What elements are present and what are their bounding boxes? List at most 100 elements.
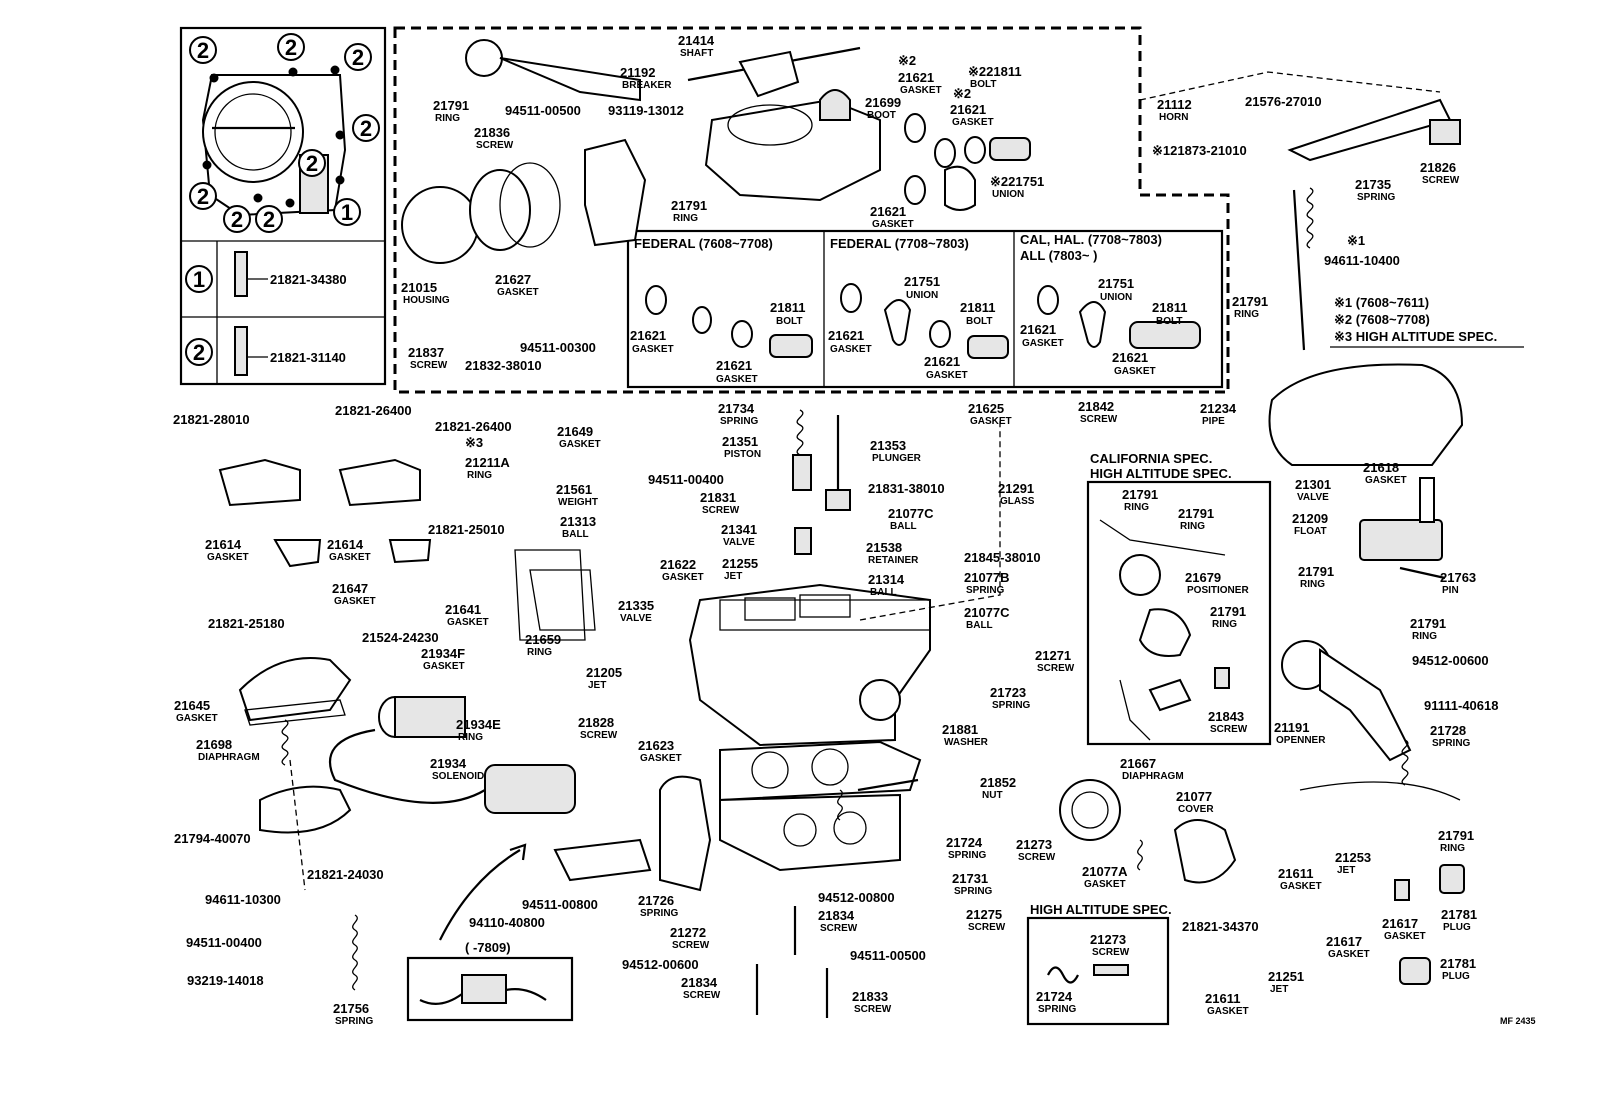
part-name: PLUG [1443, 922, 1471, 933]
part-number: 21314 [868, 572, 905, 587]
variant-name: UNION [1100, 292, 1132, 303]
notes: ※1 (7608~7611) ※2 (7608~7708) ※3 HIGH AL… [1330, 295, 1524, 348]
part-number: 21614 [205, 537, 242, 552]
part-number: 21077 [1176, 789, 1212, 804]
part-number: 94511-00300 [520, 340, 596, 355]
part-number: 21301 [1295, 477, 1331, 492]
part-name: RING [435, 113, 460, 124]
part-label: 94512-00600 [1412, 653, 1489, 668]
part-number: 21934F [421, 646, 465, 661]
part-number: 21791 [433, 98, 469, 113]
part-name: GASKET [1084, 879, 1126, 890]
part-number: 21077B [964, 570, 1010, 585]
part-number: 21791 [1178, 506, 1214, 521]
part-name: COVER [1178, 804, 1214, 815]
callout-mark: 2 [197, 184, 209, 209]
part-name: VALVE [1297, 492, 1329, 503]
part-number: 21561 [556, 482, 592, 497]
part-number: 21834 [818, 908, 855, 923]
part-number: 21614 [327, 537, 364, 552]
callout-mark: 1 [341, 200, 353, 225]
part-label: 94611-10300 [205, 892, 281, 907]
part-name: GASKET [970, 416, 1012, 427]
legend-part-2: 21821-31140 [270, 350, 346, 365]
part-label: 21821-25180 [208, 616, 285, 631]
variant-name: BOLT [966, 316, 992, 327]
part-name: GASKET [207, 552, 249, 563]
part-number: 21617 [1326, 934, 1362, 949]
throttle-body-drawing [201, 65, 347, 217]
part-name: PIN [1442, 585, 1459, 596]
part-number: 21843 [1208, 709, 1244, 724]
legend-mark-2: 2 [193, 340, 205, 365]
part-number: 21623 [638, 738, 674, 753]
part-labels: 21414SHAFT21192BREAKER21791RING94511-005… [173, 33, 1498, 1027]
part-label: 94511-00500 [850, 948, 926, 963]
part-name: SPRING [1432, 738, 1471, 749]
part-name: SPRING [992, 700, 1031, 711]
part-number: 21622 [660, 557, 696, 572]
part-number: 21077C [964, 605, 1010, 620]
part-name: HORN [1159, 112, 1188, 123]
part-name: SCREW [1092, 947, 1130, 958]
part-number: 21821-26400 [335, 403, 412, 418]
legend-part-1: 21821-34380 [270, 272, 347, 287]
part-number: 21255 [722, 556, 758, 571]
part-label: 21821-24030 [307, 867, 384, 882]
part-number: 21191 [1274, 720, 1309, 735]
part-label: 91111-40618 [1424, 698, 1498, 713]
variant-no: 21751 [904, 274, 940, 289]
part-number: 21659 [525, 632, 561, 647]
top-group-boundary [393, 26, 1230, 394]
part-name: GASKET [1384, 931, 1426, 942]
variant-no: 21621 [828, 328, 864, 343]
variant-header-federal-2: FEDERAL (7708~7803) [830, 236, 969, 251]
variant-no: 21621 [630, 328, 666, 343]
part-number: 21734 [718, 401, 755, 416]
part-name: PLUNGER [872, 453, 922, 464]
part-name: SCREW [476, 140, 514, 151]
part-name: GASKET [952, 117, 994, 128]
part-number: 94512-00800 [818, 890, 895, 905]
part-name: GASKET [1328, 949, 1370, 960]
part-number: 21842 [1078, 399, 1114, 414]
part-number: 21791 [1210, 604, 1246, 619]
variant-no: 21751 [1098, 276, 1134, 291]
part-number: 21724 [1036, 989, 1073, 1004]
part-name: RING [1440, 843, 1465, 854]
part-name: GASKET [176, 713, 218, 724]
part-number: 21192 [620, 65, 655, 80]
variant-name: GASKET [632, 344, 674, 355]
part-number: 94511-00400 [186, 935, 262, 950]
